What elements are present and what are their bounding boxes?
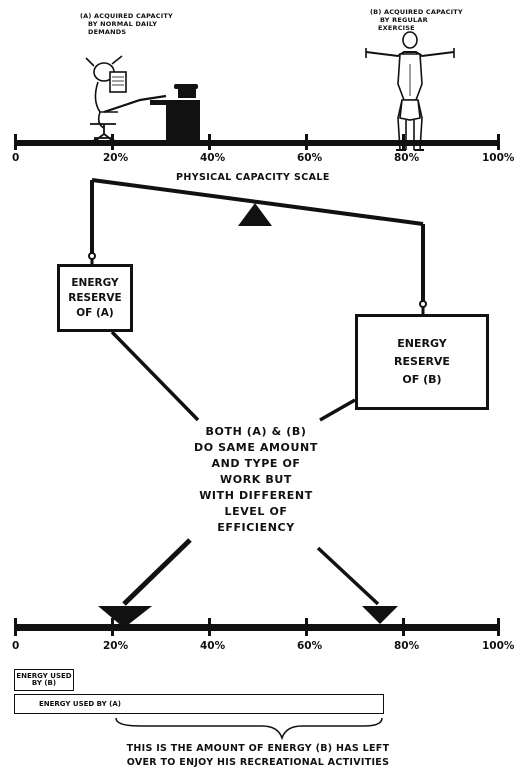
arrow-a-shaft [122,538,192,606]
explanation-line-1: BOTH (A) & (B) [205,425,307,438]
explanation-line-7: EFFICIENCY [217,521,295,534]
top-tick-80: 80% [394,152,420,164]
explanation-line-2: DO SAME AMOUNT [194,441,318,454]
bottom-tick-80: 80% [394,640,420,652]
bottom-scale-bar [14,624,500,631]
fulcrum-triangle [238,203,272,226]
caption-a-line-2: BY NORMAL DAILY [88,20,158,28]
balance-beam [91,178,424,226]
explanation-line-5: WITH DIFFERENT [199,489,313,502]
caption-b-line-3: EXERCISE [378,24,415,32]
energy-reserve-b-box: ENERGY RESERVE OF (B) [355,314,489,410]
caption-b-line-2: BY REGULAR [380,16,428,24]
top-tick-0: 0 [12,152,20,164]
arrow-b-shaft [316,546,380,606]
box-b-line-3: OF (B) [402,373,442,386]
box-b-line-1: ENERGY [397,337,447,350]
energy-b-line-2: BY (B) [31,679,57,687]
energy-used-b-bar: ENERGY USED BY (B) [14,669,74,691]
athlete-figure [365,31,455,151]
pointer-a [110,330,200,422]
leftover-energy-brace [115,717,383,741]
footnote-line-1: THIS IS THE AMOUNT OF ENERGY (B) HAS LEF… [126,743,390,754]
box-a-line-1: ENERGY [71,276,119,289]
energy-b-line-1: ENERGY USED [16,672,72,680]
top-tick-20: 20% [103,152,129,164]
leftover-energy-footnote: THIS IS THE AMOUNT OF ENERGY (B) HAS LEF… [60,742,456,770]
caption-b-line-1: (B) ACQUIRED CAPACITY [370,8,463,16]
caption-a: (A) ACQUIRED CAPACITY BY NORMAL DAILY DE… [80,12,190,36]
energy-reserve-a-box: ENERGY RESERVE OF (A) [57,264,133,332]
desk-figure [150,84,200,142]
top-tick-40: 40% [200,152,226,164]
explanation-line-6: LEVEL OF [224,505,288,518]
caption-a-line-1: (A) ACQUIRED CAPACITY [80,12,173,20]
bottom-tick-60: 60% [297,640,323,652]
energy-a-label: ENERGY USED BY (A) [39,699,121,708]
caption-b: (B) ACQUIRED CAPACITY BY REGULAR EXERCIS… [370,8,480,32]
bottom-scale-ticks [14,618,500,636]
bottom-tick-20: 20% [103,640,129,652]
arrow-a-head [98,606,152,628]
top-tick-60: 60% [297,152,323,164]
physical-capacity-scale-bar [14,140,500,146]
explanation-line-3: AND TYPE OF [211,457,301,470]
arrow-b-head [362,606,398,624]
footnote-line-2: OVER TO ENJOY HIS RECREATIONAL ACTIVITIE… [126,757,390,768]
explanation-text: BOTH (A) & (B) DO SAME AMOUNT AND TYPE O… [176,424,336,536]
bottom-tick-40: 40% [200,640,226,652]
bottom-tick-0: 0 [12,640,20,652]
pointer-b [319,398,356,422]
box-b-line-2: RESERVE [394,355,450,368]
caption-a-line-3: DEMANDS [88,28,127,36]
bottom-tick-100: 100% [482,640,515,652]
scale-label: PHYSICAL CAPACITY SCALE [176,172,330,183]
box-a-line-3: OF (A) [76,306,114,319]
box-a-line-2: RESERVE [68,291,122,304]
top-scale-ticks [14,134,500,150]
top-tick-100: 100% [482,152,515,164]
office-worker-figure [85,55,167,144]
energy-used-a-bar: ENERGY USED BY (A) [14,694,384,714]
explanation-line-4: WORK BUT [220,473,292,486]
